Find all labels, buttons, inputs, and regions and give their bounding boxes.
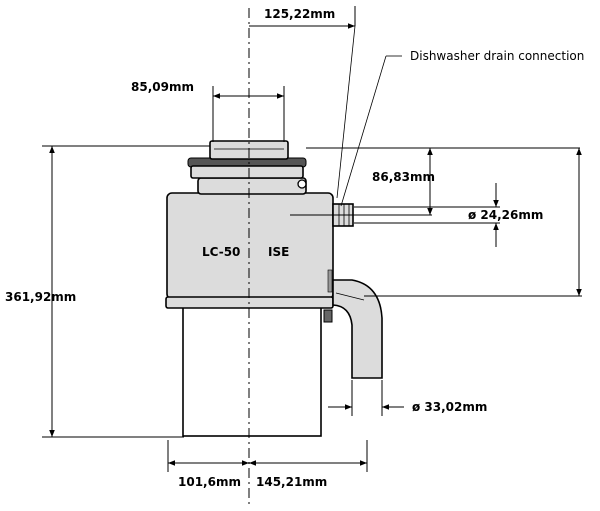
model-label-lc50: LC-50 (202, 245, 240, 259)
lower-canister (182, 304, 322, 437)
collar (197, 177, 307, 195)
dim-label-upper-height: 86,83mm (372, 170, 435, 184)
mounting-flange (190, 165, 304, 179)
dim-inlet-width: 85,09mm (131, 80, 285, 142)
dim-label-total-height: 361,92mm (5, 290, 76, 304)
dim-outlet-diameter: ø 33,02mm (328, 380, 487, 416)
dim-right-height (364, 148, 582, 297)
side-bolt (323, 309, 333, 323)
dim-upper-height: 86,83mm (290, 147, 580, 216)
mounting-screw (297, 179, 307, 189)
callout-label-dishwasher-drain: Dishwasher drain connection (410, 49, 584, 63)
dim-label-inlet-width: 85,09mm (131, 80, 194, 94)
dim-label-top-width: 125,22mm (264, 7, 335, 21)
dim-drain-diameter: ø 24,26mm (354, 183, 543, 247)
dim-label-right-width: 145,21mm (256, 475, 327, 489)
dim-bottom-widths: 101,6mm 145,21mm (167, 440, 368, 489)
discharge-elbow (332, 279, 383, 379)
dim-top-width: 125,22mm (249, 6, 356, 199)
dim-label-outlet-diameter: ø 33,02mm (412, 400, 487, 414)
dim-label-drain-diameter: ø 24,26mm (468, 208, 543, 222)
upper-housing (166, 192, 334, 300)
model-label-ise: ISE (268, 245, 289, 259)
dim-total-height: 361,92mm (5, 145, 210, 438)
dim-label-left-width: 101,6mm (178, 475, 241, 489)
callout-dishwasher-drain: Dishwasher drain connection (340, 49, 584, 207)
